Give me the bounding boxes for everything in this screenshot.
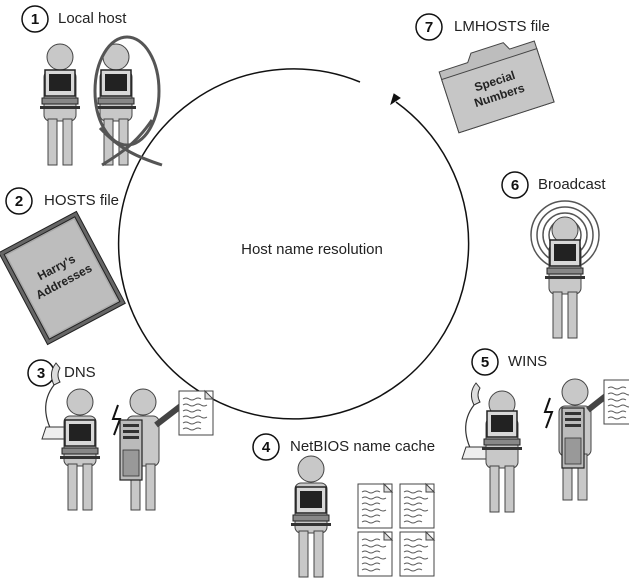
lmhosts-folder-icon: Special Numbers xyxy=(438,40,555,134)
step-2-hosts-file: 2 HOSTS file Harry's Addresses xyxy=(0,187,126,346)
step-6-broadcast: 6 Broadcast xyxy=(501,171,606,339)
step-2-number: 2 xyxy=(15,193,23,210)
step-7-lmhosts-file: 7 LMHOSTS file Special Numbers xyxy=(415,13,555,134)
hosts-book-icon: Harry's Addresses xyxy=(0,210,126,346)
step-6-badge xyxy=(501,171,529,199)
step-1-local-host: 1 Local host xyxy=(21,5,163,167)
wins-server-icon xyxy=(558,378,629,501)
step-4-badge xyxy=(252,433,280,461)
step-7-number: 7 xyxy=(425,19,433,36)
dns-server-icon xyxy=(119,388,214,511)
center-label: Host name resolution xyxy=(241,241,383,258)
step-4-netbios-cache: 4 NetBIOS name cache xyxy=(252,433,435,578)
step-4-label: NetBIOS name cache xyxy=(290,438,435,455)
broadcast-host-icon xyxy=(544,216,586,339)
step-4-number: 4 xyxy=(262,439,271,456)
step-5-label: WINS xyxy=(508,353,547,370)
step-3-number: 3 xyxy=(37,365,45,382)
step-1-label: Local host xyxy=(58,10,127,27)
step-7-badge xyxy=(415,13,443,41)
dns-connection-bolt-icon xyxy=(112,404,121,436)
step-6-number: 6 xyxy=(511,177,519,194)
local-host-user-icon xyxy=(39,43,81,166)
netbios-host-icon xyxy=(290,455,332,578)
cycle-arrowhead xyxy=(390,93,401,106)
step-2-badge xyxy=(5,187,33,215)
step-5-number: 5 xyxy=(481,354,489,371)
step-1-badge xyxy=(21,5,49,33)
step-7-label: LMHOSTS file xyxy=(454,18,550,35)
step-2-label: HOSTS file xyxy=(44,192,119,209)
step-3-label: DNS xyxy=(64,364,96,381)
step-1-number: 1 xyxy=(31,11,39,28)
wins-client-icon xyxy=(461,382,523,513)
step-5-badge xyxy=(471,348,499,376)
step-3-dns: 3 DNS xyxy=(27,359,214,511)
local-host-self-icon xyxy=(93,35,163,167)
wins-connection-bolt-icon xyxy=(544,397,553,429)
netbios-cache-docs-icon xyxy=(357,483,435,577)
step-5-wins: 5 WINS xyxy=(461,348,629,513)
step-6-label: Broadcast xyxy=(538,176,606,193)
dns-client-icon xyxy=(41,362,101,511)
